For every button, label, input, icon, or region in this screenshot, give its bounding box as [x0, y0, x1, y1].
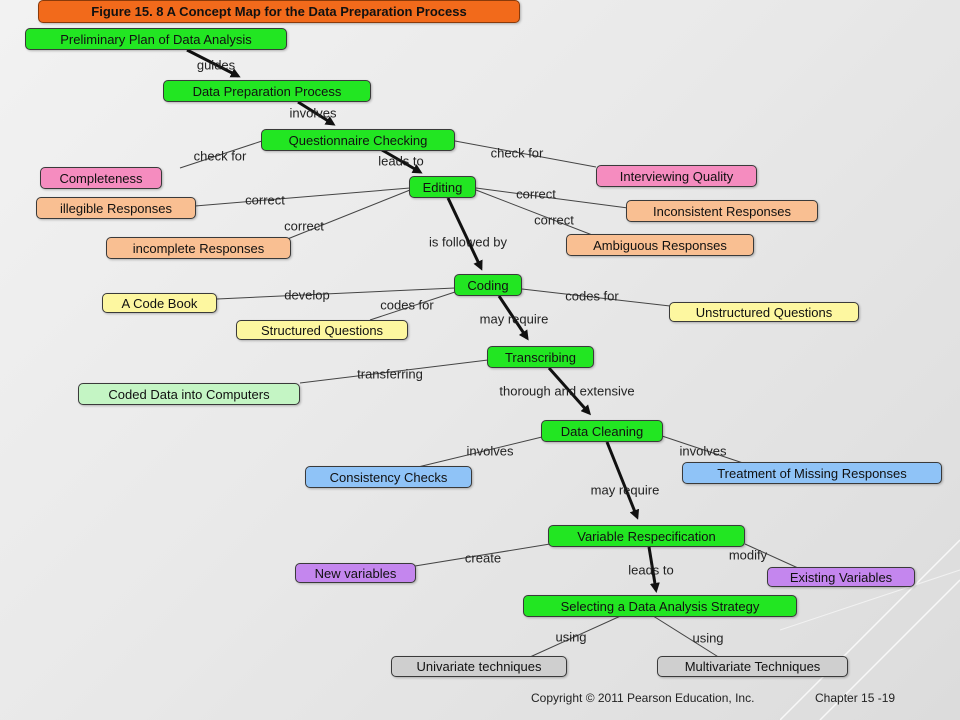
link-label-using-multivariate: using	[692, 630, 724, 646]
figure-title: Figure 15. 8 A Concept Map for the Data …	[38, 0, 520, 23]
node-questionnaire-checking: Questionnaire Checking	[261, 129, 455, 151]
node-preliminary-plan: Preliminary Plan of Data Analysis	[25, 28, 287, 50]
node-editing: Editing	[409, 176, 476, 198]
node-illegible-responses: illegible Responses	[36, 197, 196, 219]
link-label-leads-to: leads to	[378, 153, 424, 169]
node-structured-questions: Structured Questions	[236, 320, 408, 340]
node-consistency-checks: Consistency Checks	[305, 466, 472, 488]
link-label-using-univariate: using	[555, 629, 587, 645]
node-interviewing-quality: Interviewing Quality	[596, 165, 757, 187]
node-transcribing: Transcribing	[487, 346, 594, 368]
node-existing-variables: Existing Variables	[767, 567, 915, 587]
link-label-is-followed-by: is followed by	[428, 234, 508, 250]
link-label-check-for-interviewing: check for	[490, 145, 544, 161]
node-data-cleaning: Data Cleaning	[541, 420, 663, 442]
node-incomplete-responses: incomplete Responses	[106, 237, 291, 259]
link-label-thorough-extensive: thorough and extensive	[499, 383, 635, 399]
link-label-involves-missing: involves	[679, 443, 727, 459]
link-label-involves-consistency: involves	[466, 443, 514, 459]
node-coding: Coding	[454, 274, 522, 296]
thin-link-lines	[179, 140, 799, 659]
node-code-book: A Code Book	[102, 293, 217, 313]
link-label-create: create	[464, 550, 502, 566]
link-label-may-require-respec: may require	[590, 482, 660, 498]
link-label-correct-inconsistent: correct	[516, 186, 556, 202]
node-univariate-techniques: Univariate techniques	[391, 656, 567, 677]
link-label-guides: guides	[196, 57, 236, 73]
link-label-correct-illegible: correct	[245, 192, 285, 208]
node-completeness: Completeness	[40, 167, 162, 189]
node-ambiguous-responses: Ambiguous Responses	[566, 234, 754, 256]
node-unstructured-questions: Unstructured Questions	[669, 302, 859, 322]
decorative-corner-lines	[780, 539, 960, 720]
link-label-codes-for-structured: codes for	[380, 297, 434, 313]
link-label-involves: involves	[289, 105, 337, 121]
node-variable-respecification: Variable Respecification	[548, 525, 745, 547]
node-new-variables: New variables	[295, 563, 416, 583]
link-label-transferring: transferring	[357, 366, 423, 382]
node-multivariate-techniques: Multivariate Techniques	[657, 656, 848, 677]
node-data-preparation-process: Data Preparation Process	[163, 80, 371, 102]
link-label-leads-to-strategy: leads to	[628, 562, 674, 578]
main-flow-arrows	[186, 48, 660, 593]
node-treatment-missing: Treatment of Missing Responses	[682, 462, 942, 484]
node-inconsistent-responses: Inconsistent Responses	[626, 200, 818, 222]
link-label-check-for-completeness: check for	[193, 148, 247, 164]
node-coded-data: Coded Data into Computers	[78, 383, 300, 405]
footer-copyright: Copyright © 2011 Pearson Education, Inc.	[531, 691, 755, 705]
link-label-codes-for-unstructured: codes for	[565, 288, 619, 304]
link-label-correct-ambiguous: correct	[534, 212, 574, 228]
link-label-correct-incomplete: correct	[284, 218, 324, 234]
node-selecting-strategy: Selecting a Data Analysis Strategy	[523, 595, 797, 617]
footer-chapter-page: Chapter 15 -19	[815, 691, 896, 705]
link-label-modify: modify	[728, 547, 768, 563]
link-label-may-require-transcribing: may require	[479, 311, 549, 327]
link-label-develop: develop	[284, 287, 330, 303]
